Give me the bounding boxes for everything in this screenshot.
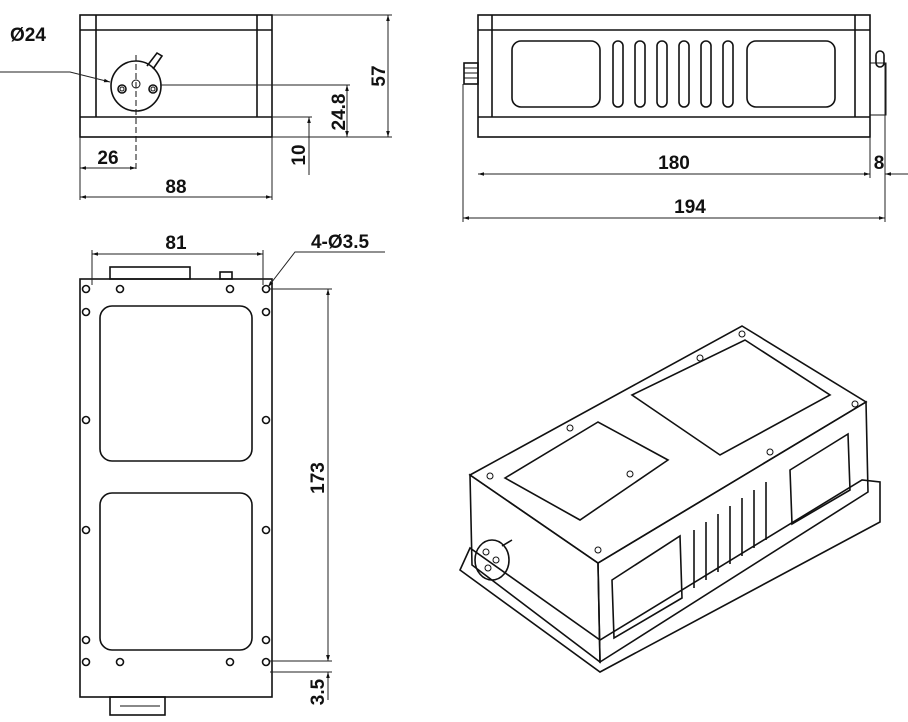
dim-width: 88 (165, 177, 186, 198)
isometric-view (459, 325, 881, 673)
mounting-holes (81, 284, 271, 667)
dim-holes: 4-Ø3.5 (311, 232, 370, 253)
dim-edge: 3.5 (308, 678, 329, 705)
dim-diameter: Ø24 (10, 25, 46, 46)
dim-body-length: 180 (658, 153, 690, 174)
dim-hole-spacing: 81 (165, 233, 187, 254)
dim-base: 10 (289, 144, 310, 165)
iso-connector-icon (474, 539, 513, 581)
vent-slots (612, 40, 734, 108)
side-view: 180 8 194 (462, 14, 908, 222)
dim-total-length: 194 (674, 197, 706, 218)
iso-vent-slots (693, 482, 767, 588)
dim-length: 173 (308, 462, 329, 494)
dim-center-height: 24.8 (329, 94, 350, 131)
connector-icon (110, 51, 164, 170)
dim-height: 57 (369, 65, 390, 86)
top-view: 81 4-Ø3.5 173 3.5 (79, 232, 385, 716)
front-view: 57 24.8 10 26 88 Ø24 (0, 14, 392, 200)
dim-knob: 8 (874, 153, 885, 174)
dim-offset: 26 (97, 148, 118, 169)
